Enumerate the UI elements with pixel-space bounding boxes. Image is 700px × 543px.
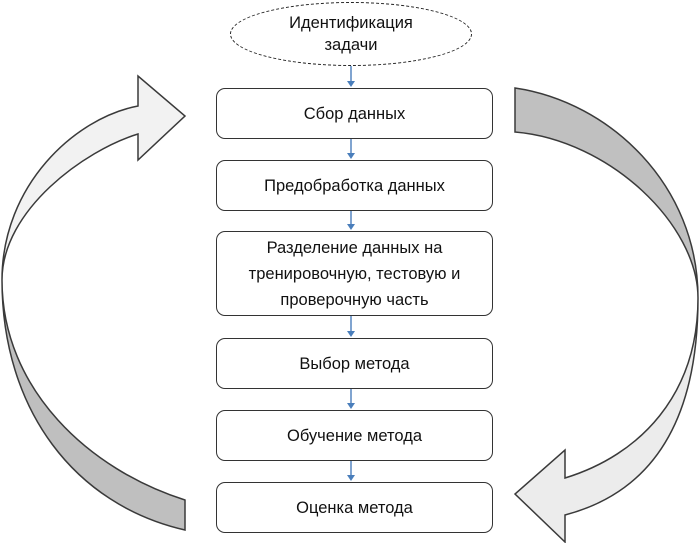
step-choose-method: Выбор метода bbox=[216, 338, 493, 389]
start-node-line-1: Идентификация bbox=[289, 14, 413, 32]
connector-arrowhead-5 bbox=[347, 403, 355, 409]
step-label: Оценка метода bbox=[296, 498, 413, 517]
left-cycle-arrow bbox=[1, 74, 187, 281]
left-cycle-arrow-shade bbox=[1, 279, 186, 531]
step-connectors bbox=[347, 66, 355, 481]
step-collect-data: Сбор данных bbox=[216, 88, 493, 139]
connector-arrowhead-4 bbox=[347, 331, 355, 337]
connector-arrowhead-3 bbox=[347, 224, 355, 230]
step-label: Выбор метода bbox=[299, 354, 410, 373]
connector-arrowhead-2 bbox=[347, 153, 355, 159]
step-evaluate-method: Оценка метода bbox=[216, 482, 493, 533]
step-label-line-1: Разделение данных на bbox=[266, 238, 443, 257]
start-node-line-2: задачи bbox=[324, 36, 378, 54]
step-label: Сбор данных bbox=[303, 104, 406, 123]
step-split-data: Разделение данных на тренировочную, тест… bbox=[216, 231, 493, 316]
right-cycle-arrow bbox=[513, 297, 699, 543]
start-node-identify-task: Идентификация задачи bbox=[230, 2, 472, 66]
step-label-line-3: проверочную часть bbox=[280, 290, 429, 309]
step-label: Предобработка данных bbox=[264, 176, 445, 195]
right-cycle-arrow-shade bbox=[514, 87, 699, 299]
connector-arrowhead-6 bbox=[347, 475, 355, 481]
step-label-line-2: тренировочную, тестовую и bbox=[248, 264, 461, 283]
step-train-method: Обучение метода bbox=[216, 410, 493, 461]
step-label: Обучение метода bbox=[287, 426, 422, 445]
step-preprocess-data: Предобработка данных bbox=[216, 160, 493, 211]
connector-arrowhead-1 bbox=[347, 81, 355, 87]
